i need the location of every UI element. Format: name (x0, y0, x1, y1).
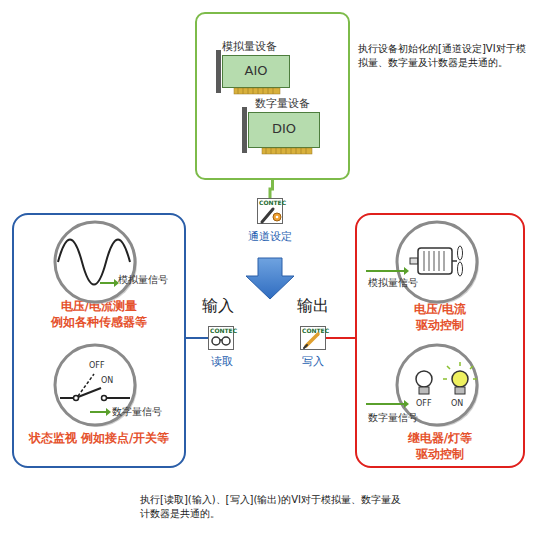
digital-input-circle: OFFON数字量信号 (53, 343, 137, 427)
output-group-box: 电压/电流 驱动控制继电器/灯等 驱动控制 模拟量信号 OFF ON 数字量信号 (355, 213, 525, 468)
read-vi-icon: CONTEC读取 (208, 326, 234, 350)
node-text: OFF (89, 361, 105, 371)
node-text: ON (451, 399, 463, 409)
circle-border (55, 222, 135, 302)
node-text: DIO (249, 121, 319, 138)
node-text: 模拟量信号 (368, 276, 418, 289)
circle-border (397, 222, 477, 302)
input-connector (186, 337, 208, 339)
node-text: 写入 (302, 355, 324, 369)
node-text: OFF (416, 399, 432, 409)
node-text: CONTEC (259, 199, 286, 207)
direction-label: 输入 (202, 295, 234, 317)
device-group-box: 模拟量设备数字量设备 AIO DIO (195, 12, 350, 180)
node-text: AIO (223, 63, 289, 80)
analog-input-circle: 模拟量信号 (53, 220, 137, 304)
vi-icon: CONTEC通道设定 (257, 198, 283, 224)
init-connector (270, 180, 273, 198)
note-text: 执行设备初始化的[通道设定]VI对于模拟量、数字量及计数器是共通的。 (358, 42, 528, 69)
node-text: 模拟量设备 (222, 40, 277, 54)
write-vi-icon: CONTEC写入 (300, 326, 326, 350)
node-text: CONTEC (302, 327, 329, 335)
circle-outline (395, 220, 479, 304)
flow-arrow (246, 258, 294, 299)
aio-card: AIO (222, 55, 290, 88)
direction-label: 输出 (297, 295, 329, 317)
node-text: 电压/电流 驱动控制 (395, 302, 485, 333)
node-text: 数字量设备 (255, 97, 310, 111)
node-text: 状态监视 例如接点/开关等 (27, 431, 171, 447)
node-text: 数字量信号 (112, 405, 162, 418)
input-group-box: 电压/电流测量 例如各种传感器等状态监视 例如接点/开关等模拟量信号OFFON数… (12, 213, 186, 468)
node-text: 通道设定 (248, 230, 292, 244)
circle-outline (53, 220, 137, 304)
node-text: 数字量信号 (368, 411, 418, 424)
node-text: CONTEC (210, 327, 237, 335)
output-connector (326, 337, 355, 339)
node-text: 继电器/灯等 驱动控制 (395, 431, 485, 462)
node-text: 读取 (211, 355, 233, 369)
digital-output-circle: OFFON数字量信号 (395, 343, 479, 427)
note-text: 执行[读取](输入)、[写入](输出)的VI对于模拟量、数字量及计数器是共通的。 (140, 493, 408, 520)
node-text: ON (101, 376, 113, 386)
node-text: 模拟量信号 (118, 273, 168, 286)
dio-card: DIO (248, 112, 320, 148)
analog-output-circle: 模拟量信号 (395, 220, 479, 304)
